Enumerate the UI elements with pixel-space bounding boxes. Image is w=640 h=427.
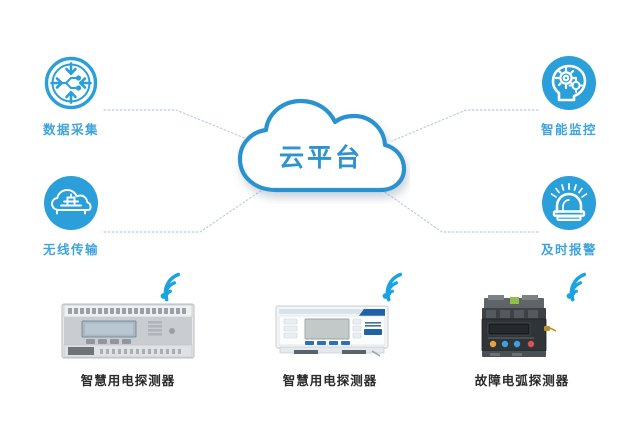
- device-label-1: 智慧用电探测器: [80, 373, 176, 388]
- data-collection-icon: [44, 56, 98, 110]
- feature-intelligent-monitoring[interactable]: 智能监控: [514, 56, 624, 138]
- connector-data-to-cloud: [103, 109, 253, 142]
- cloud-platform-label: 云平台: [278, 143, 363, 172]
- device-smart-power-detector-1[interactable]: 智慧用电探测器: [38, 272, 218, 389]
- wireless-transmission-badge: [44, 176, 98, 230]
- feature-label-timely-alarm: 及时报警: [540, 242, 597, 257]
- feature-data-collection[interactable]: 数据采集: [16, 56, 126, 138]
- timely-alarm-badge: [542, 176, 596, 230]
- device-artwork-3: [432, 272, 612, 364]
- feature-label-intelligent-monitoring: 智能监控: [540, 122, 597, 137]
- wifi-icon: [566, 272, 587, 302]
- din-rail-detector-gray-image: [61, 303, 195, 359]
- brain-gear-icon: [551, 64, 587, 102]
- feature-wireless-transmission[interactable]: 无线传输: [16, 176, 126, 258]
- feature-timely-alarm[interactable]: 及时报警: [514, 176, 624, 258]
- device-artwork-2: [240, 272, 420, 364]
- panel-detector-white-image: [275, 305, 389, 357]
- device-smart-power-detector-2[interactable]: 智慧用电探测器: [240, 272, 420, 389]
- device-label-3: 故障电弧探测器: [474, 373, 570, 388]
- cloud-platform-hub[interactable]: 云平台: [232, 96, 410, 204]
- device-artwork-1: [38, 272, 218, 364]
- device-fault-arc-detector[interactable]: 故障电弧探测器: [432, 272, 612, 389]
- arc-detector-black-image: [481, 295, 557, 357]
- intelligent-monitoring-badge: [542, 56, 596, 110]
- alarm-beacon-icon: [550, 183, 588, 222]
- cloud-shape-icon: [237, 98, 407, 193]
- device-label-2: 智慧用电探测器: [282, 373, 378, 388]
- feature-label-wireless-transmission: 无线传输: [42, 242, 99, 257]
- data-collection-badge: [44, 56, 98, 110]
- feature-label-data-collection: 数据采集: [42, 122, 99, 137]
- wifi-icon: [160, 272, 181, 302]
- wireless-cloud-icon: [51, 189, 92, 215]
- wifi-icon: [382, 272, 403, 302]
